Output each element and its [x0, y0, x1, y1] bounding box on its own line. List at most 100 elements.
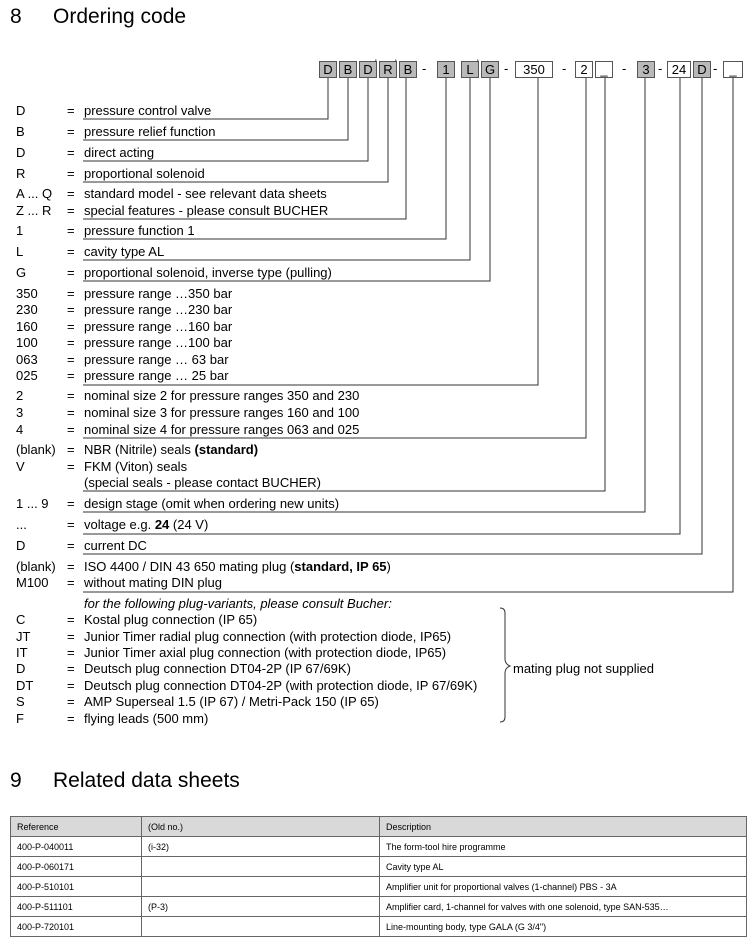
row-code: G	[16, 265, 27, 280]
row-code: R	[16, 166, 26, 181]
row-code: 1	[16, 223, 24, 238]
row-code: M100	[16, 575, 49, 590]
table-header-row: Reference (Old no.) Description	[10, 816, 747, 837]
cell-old-no	[141, 856, 380, 877]
code-box: L	[461, 61, 479, 78]
row-description: Junior Timer axial plug connection (with…	[84, 645, 447, 660]
section-8-title: Ordering code	[53, 5, 187, 28]
cell-description: Amplifier card, 1-channel for valves wit…	[379, 896, 747, 917]
row-description: nominal size 3 for pressure ranges 160 a…	[84, 405, 360, 420]
row-equals: =	[67, 352, 75, 367]
row-equals: =	[67, 661, 75, 676]
table-row: 400-P-511101 (P-3) Amplifier card, 1-cha…	[10, 896, 747, 917]
row-description: Deutsch plug connection DT04-2P (IP 67/6…	[84, 661, 351, 676]
plug-variants-note: for the following plug-variants, please …	[84, 596, 392, 611]
row-code: 2	[16, 388, 24, 403]
row-code: B	[16, 124, 25, 139]
row-code: ...	[16, 517, 27, 532]
cell-old-no	[141, 876, 380, 897]
cell-old-no: (P-3)	[141, 896, 380, 917]
row-equals: =	[67, 335, 75, 350]
section-9-number: 9	[10, 769, 22, 792]
code-box: 350	[515, 61, 553, 78]
section-9-title: Related data sheets	[53, 769, 240, 792]
row-equals: =	[67, 186, 75, 201]
row-description-after: (24 V)	[169, 517, 209, 532]
code-box: D	[693, 61, 711, 78]
row-equals: =	[67, 124, 75, 139]
table-row: 400-P-510101 Amplifier unit for proporti…	[10, 876, 747, 897]
code-separator: -	[422, 61, 427, 76]
code-tick: '	[477, 58, 479, 68]
row-equals: =	[67, 203, 75, 218]
row-code: Z ... R	[16, 203, 52, 218]
row-equals: =	[67, 711, 75, 726]
row-code: A ... Q	[16, 186, 53, 201]
code-box: 1	[437, 61, 455, 78]
code-separator: -	[622, 61, 627, 76]
cell-reference: 400-P-060171	[10, 856, 142, 877]
row-code: D	[16, 661, 26, 676]
row-code: D	[16, 145, 26, 160]
cell-description: The form-tool hire programme	[379, 836, 747, 857]
related-data-sheets-table: Reference (Old no.) Description 400-P-04…	[10, 816, 747, 937]
code-tick: '	[375, 58, 377, 68]
row-code: 100	[16, 335, 38, 350]
code-box: 24	[667, 61, 691, 78]
row-equals: =	[67, 319, 75, 334]
code-separator: -	[658, 61, 663, 76]
row-code: F	[16, 711, 24, 726]
table-row: 400-P-040011 (i-32) The form-tool hire p…	[10, 836, 747, 857]
row-equals: =	[67, 302, 75, 317]
cell-description: Cavity type AL	[379, 856, 747, 877]
code-box: R	[379, 61, 397, 78]
row-code: 1 ... 9	[16, 496, 49, 511]
row-description: pressure function 1	[84, 223, 195, 238]
row-code: D	[16, 103, 26, 118]
row-description: FKM (Viton) seals	[84, 459, 188, 474]
code-box: 2	[575, 61, 593, 78]
row-equals: =	[67, 223, 75, 238]
row-description: Kostal plug connection (IP 65)	[84, 612, 258, 627]
row-description: proportional solenoid, inverse type (pul…	[84, 265, 332, 280]
row-description: special features - please consult BUCHER	[84, 203, 329, 218]
row-code: IT	[16, 645, 28, 660]
row-description: pressure control valve	[84, 103, 212, 118]
row-equals: =	[67, 517, 75, 532]
row-description-bold: (standard)	[194, 442, 259, 457]
row-equals: =	[67, 166, 75, 181]
row-code: 160	[16, 319, 38, 334]
code-box: B	[339, 61, 357, 78]
row-description: current DC	[84, 538, 147, 553]
code-box: _	[723, 61, 743, 78]
row-equals: =	[67, 645, 75, 660]
row-code: 4	[16, 422, 24, 437]
row-equals: =	[67, 629, 75, 644]
column-header-description: Description	[379, 816, 747, 837]
cell-old-no: (i-32)	[141, 836, 380, 857]
row-equals: =	[67, 694, 75, 709]
row-equals: =	[67, 538, 75, 553]
row-code: 350	[16, 286, 38, 301]
row-code: 025	[16, 368, 38, 383]
row-equals: =	[67, 559, 75, 574]
row-description-text: NBR (Nitrile) seals	[84, 442, 195, 457]
row-description-after: )	[386, 559, 391, 574]
row-description: pressure range …100 bar	[84, 335, 233, 350]
cell-reference: 400-P-720101	[10, 916, 142, 937]
row-description: voltage e.g. 24 (24 V)	[84, 517, 208, 532]
row-equals: =	[67, 368, 75, 383]
row-code: 3	[16, 405, 24, 420]
row-description-text: voltage e.g.	[84, 517, 155, 532]
row-description: pressure range …230 bar	[84, 302, 233, 317]
code-box: 3	[637, 61, 655, 78]
row-description: cavity type AL	[84, 244, 165, 259]
table-row: 400-P-060171 Cavity type AL	[10, 856, 747, 877]
row-description: (special seals - please contact BUCHER)	[84, 475, 321, 490]
row-description: standard model - see relevant data sheet…	[84, 186, 327, 201]
row-description: design stage (omit when ordering new uni…	[84, 496, 340, 511]
row-equals: =	[67, 678, 75, 693]
row-equals: =	[67, 405, 75, 420]
row-code: (blank)	[16, 559, 56, 574]
